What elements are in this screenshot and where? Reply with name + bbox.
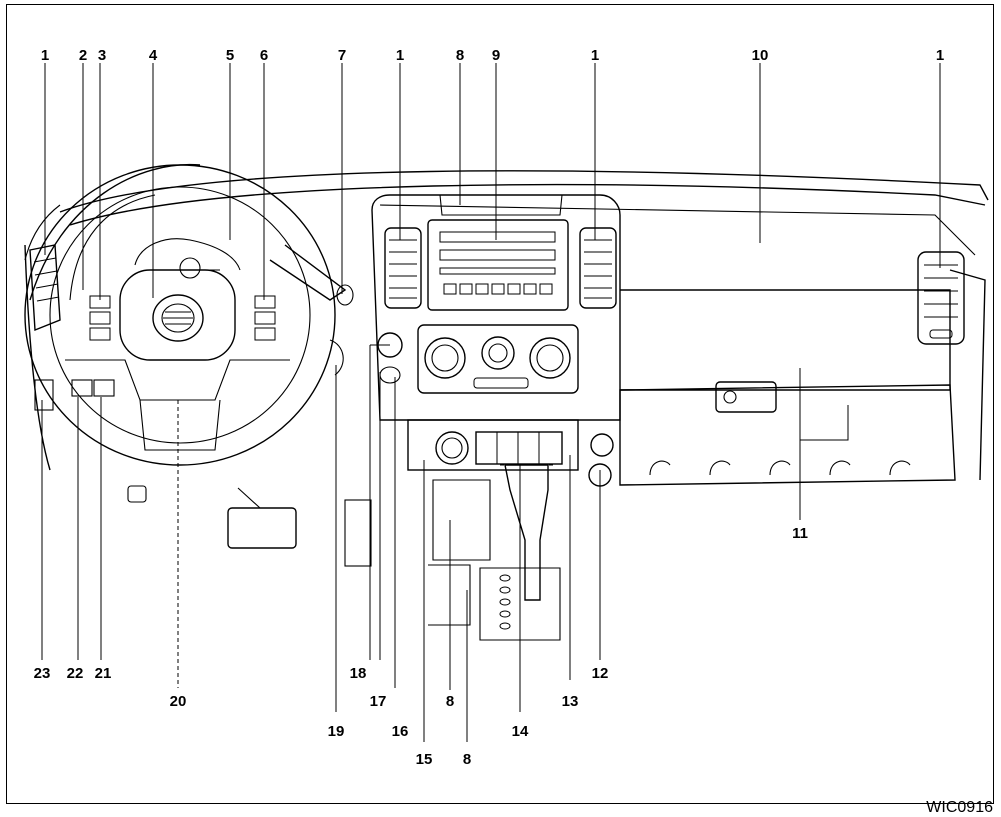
- center-stack: [371, 194, 621, 421]
- shift-lever: [428, 464, 561, 641]
- callout-1-center-right-vent: 1: [591, 47, 599, 64]
- glove-box: [619, 289, 956, 486]
- callout-19: 19: [328, 723, 345, 740]
- callout-3: 3: [98, 47, 106, 64]
- pedals: [227, 487, 372, 567]
- callout-7: 7: [338, 47, 346, 64]
- steering-wheel: [24, 163, 336, 466]
- callout-2: 2: [79, 47, 87, 64]
- audio-unit: [427, 219, 569, 311]
- callout-9: 9: [492, 47, 500, 64]
- callout-5: 5: [226, 47, 234, 64]
- callout-21: 21: [95, 665, 112, 682]
- callout-23: 23: [34, 665, 51, 682]
- callout-15: 15: [416, 751, 433, 768]
- figure-frame: [6, 4, 994, 804]
- lower-left-switches: [34, 379, 147, 503]
- callout-1-center-left-vent: 1: [396, 47, 404, 64]
- stalks: [269, 244, 354, 376]
- callout-1-right-vent: 1: [936, 47, 944, 64]
- callout-11: 11: [792, 525, 808, 542]
- meter-cluster: [69, 194, 241, 301]
- climate-control: [417, 324, 579, 394]
- callout-13: 13: [562, 693, 579, 710]
- right-side-vent: [917, 251, 965, 345]
- hazard-switch: [377, 332, 403, 384]
- callout-20: 20: [170, 693, 187, 710]
- steering-switches-left: [89, 295, 111, 341]
- callout-14: 14: [512, 723, 529, 740]
- center-vent-left: [384, 227, 422, 309]
- callout-18: 18: [350, 665, 367, 682]
- callout-labels: 1 2 3 4 5 6 7 1 8 9 1 10 1 11 12 13 14 1…: [34, 47, 945, 768]
- callout-16: 16: [392, 723, 409, 740]
- lower-console: [407, 419, 614, 487]
- callout-22: 22: [67, 665, 84, 682]
- left-side-vent: [29, 244, 61, 332]
- center-vent-right: [579, 227, 617, 309]
- callout-6: 6: [260, 47, 268, 64]
- callout-17: 17: [370, 693, 387, 710]
- callout-1-left-vent: 1: [41, 47, 49, 64]
- callout-10: 10: [752, 47, 769, 64]
- callout-8-top: 8: [456, 47, 464, 64]
- callout-8-console: 8: [446, 693, 454, 710]
- leader-lines: [41, 63, 941, 742]
- callout-8-lower: 8: [463, 751, 471, 768]
- callout-4: 4: [149, 47, 158, 64]
- figure-code: WIC0916: [926, 799, 993, 816]
- dashboard-outline: [24, 170, 989, 481]
- steering-switches-right: [254, 295, 276, 341]
- callout-12: 12: [592, 665, 609, 682]
